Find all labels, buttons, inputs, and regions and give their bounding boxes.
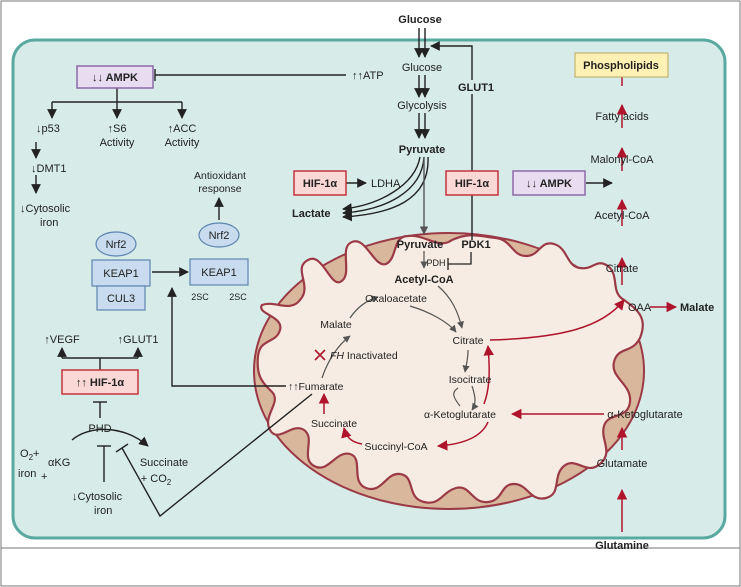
inactivated-label: Inactivated	[344, 350, 398, 362]
fh-label: FH	[330, 350, 344, 362]
mitochondrion	[253, 232, 645, 510]
phd-label: PHD	[88, 423, 111, 435]
keap1-left-box	[91, 259, 151, 287]
hif-ldha-box	[293, 170, 347, 196]
iron-label: iron	[18, 468, 36, 480]
two-sc-right-label: 2SC	[229, 292, 247, 302]
hif-big-label: ↑↑ HIF-1α	[76, 377, 125, 389]
akg-cyto-label: α-Ketoglutarate	[607, 409, 682, 421]
ldha-label: LDHA	[371, 178, 401, 190]
o2-subscript: 2	[29, 453, 34, 462]
phospholipids-box	[574, 52, 669, 78]
acc-activity-label: Activity	[165, 137, 200, 149]
nrf2-left-node	[95, 231, 137, 257]
pyruvate-cyto: Pyruvate	[399, 144, 445, 156]
glutamine-label: Glutamine	[595, 540, 649, 552]
glut1-label: GLUT1	[458, 82, 494, 94]
ampk-top-label: ↓↓ AMPK	[92, 72, 138, 84]
cytosolic-iron-top-label: ↓Cytosolic	[20, 203, 71, 215]
ampk-right-label: ↓↓ AMPK	[526, 178, 572, 190]
vegf-label: ↑VEGF	[44, 334, 80, 346]
citrate-cyto-label: Citrate	[606, 263, 638, 275]
fumarate-label: ↑↑Fumarate	[288, 381, 344, 393]
antioxidant-label: Antioxidant	[194, 170, 246, 182]
glucose-external: Glucose	[398, 14, 441, 26]
hif-pdk-label: HIF-1α	[455, 178, 490, 190]
dmt1-label: ↓DMT1	[31, 163, 66, 175]
pdh-label: PDH	[426, 258, 445, 268]
mitochondrial-cristae	[256, 234, 644, 504]
malate-cyto-label: Malate	[680, 302, 714, 314]
o2-label: O2+	[20, 448, 39, 462]
fh-inactivated-x-icon	[314, 349, 326, 361]
pdk1-label: PDK1	[461, 239, 490, 251]
cytosolic-iron-top-label-2: iron	[40, 217, 58, 229]
o2-o: O	[20, 448, 29, 460]
antioxidant-response-label: response	[198, 183, 241, 195]
isocitrate-label: Isocitrate	[449, 374, 492, 386]
acetyl-coa-cyto-label: Acetyl-CoA	[594, 210, 650, 222]
akg-small-label: αKG	[48, 457, 70, 469]
p53-label: ↓p53	[36, 123, 60, 135]
nrf2-left-label: Nrf2	[106, 239, 127, 251]
ampk-top-box	[76, 65, 154, 89]
succinate-mito-label: Succinate	[311, 418, 357, 430]
oxaloacetate-label: Oxaloacetate	[365, 293, 427, 305]
oaa-label: OAA	[628, 302, 652, 314]
s6-label: ↑S6	[108, 123, 127, 135]
atp-label: ↑↑ATP	[352, 70, 384, 82]
s6-activity-label: Activity	[100, 137, 135, 149]
malate-mito-label: Malate	[320, 319, 352, 331]
glutamate-label: Glutamate	[597, 458, 648, 470]
fatty-acids-label: Fatty acids	[595, 111, 649, 123]
malonyl-coa-label: Malonyl-CoA	[591, 154, 655, 166]
hif-big-box	[61, 369, 139, 395]
phospholipids-label: Phospholipids	[583, 60, 659, 72]
citrate-mito-label: Citrate	[453, 335, 484, 347]
glucose-internal: Glucose	[402, 62, 442, 74]
pyruvate-mito-label: Pyruvate	[397, 239, 443, 251]
nrf2-right-node	[198, 222, 240, 248]
two-sc-left-label: 2SC	[191, 292, 209, 302]
acc-label: ↑ACC	[168, 123, 197, 135]
cul3-box	[96, 285, 146, 311]
plus-two: +	[41, 471, 47, 483]
fh-inactivated-label: FH Inactivated	[330, 350, 398, 362]
nrf2-right-label: Nrf2	[209, 230, 230, 242]
keap1-right-box	[189, 258, 249, 286]
ampk-right-box	[512, 170, 586, 196]
hif-ldha-label: HIF-1α	[303, 178, 338, 190]
keap1-right-label: KEAP1	[201, 267, 236, 279]
hif-pdk-box	[445, 170, 499, 196]
acetyl-coa-mito-label: Acetyl-CoA	[394, 274, 453, 286]
co2-text: + CO	[141, 473, 167, 485]
succinyl-coa-label: Succinyl-CoA	[364, 441, 427, 453]
co2-subscript: 2	[167, 478, 172, 487]
keap1-left-label: KEAP1	[103, 268, 138, 280]
akg-mito-label: α-Ketoglutarate	[424, 409, 496, 421]
glycolysis-label: Glycolysis	[397, 100, 447, 112]
cul3-label: CUL3	[107, 293, 135, 305]
co2-label: + CO2	[141, 473, 172, 487]
lactate-label: Lactate	[292, 208, 331, 220]
cytosolic-iron-bottom-label: ↓Cytosolic	[72, 491, 123, 503]
succinate-product-label: Succinate	[140, 457, 188, 469]
plus-one: +	[33, 448, 39, 460]
cytosolic-iron-bottom-label-2: iron	[94, 505, 112, 517]
glut1-up-label: ↑GLUT1	[118, 334, 159, 346]
